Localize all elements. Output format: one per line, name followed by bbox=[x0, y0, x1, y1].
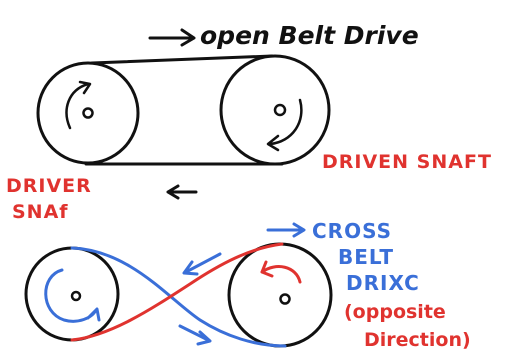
cross-driven-shaft bbox=[279, 293, 291, 305]
driver-pulley bbox=[36, 61, 140, 165]
driven-rotation-arrow-icon bbox=[266, 98, 303, 152]
open-belt-title: open Belt Drive bbox=[200, 21, 419, 50]
cross-belt-note-line1: (opposite bbox=[344, 301, 446, 323]
cross-belt-red-strand bbox=[70, 242, 284, 342]
cross-title-arrow-icon bbox=[266, 222, 306, 238]
driver-rotation-arrow-icon bbox=[65, 80, 92, 130]
cross-driven-pulley bbox=[227, 242, 333, 348]
cross-belt-note-line2: Direction) bbox=[364, 329, 471, 351]
cross-driven-rotation-arrow-icon bbox=[260, 260, 302, 284]
cross-driver-shaft bbox=[70, 290, 82, 302]
driven-shaft-label: DRIVEN SNAFT bbox=[322, 151, 492, 173]
driver-shaft bbox=[82, 107, 94, 119]
cross-belt-blue-strand bbox=[70, 246, 287, 348]
cross-belt-title-line1: CROSS bbox=[312, 219, 392, 243]
driver-label-line1: DRIVER bbox=[6, 175, 92, 197]
open-belt-section bbox=[36, 28, 331, 200]
cross-belt-title-line2: BELT bbox=[338, 245, 394, 269]
cross-driver-rotation-arrow-icon bbox=[44, 268, 101, 323]
driver-label-line2: SNAf bbox=[12, 201, 69, 223]
cross-belt-section bbox=[24, 222, 333, 348]
driven-shaft bbox=[273, 103, 287, 117]
cross-belt-title-line3: DRIXC bbox=[346, 271, 420, 295]
title-arrow-icon bbox=[148, 28, 196, 47]
open-belt-top bbox=[90, 54, 274, 65]
belt-direction-arrow-icon bbox=[166, 184, 198, 200]
cross-belt-lower-arrow-icon bbox=[178, 324, 212, 346]
cross-belt-upper-arrow-icon bbox=[182, 252, 222, 276]
